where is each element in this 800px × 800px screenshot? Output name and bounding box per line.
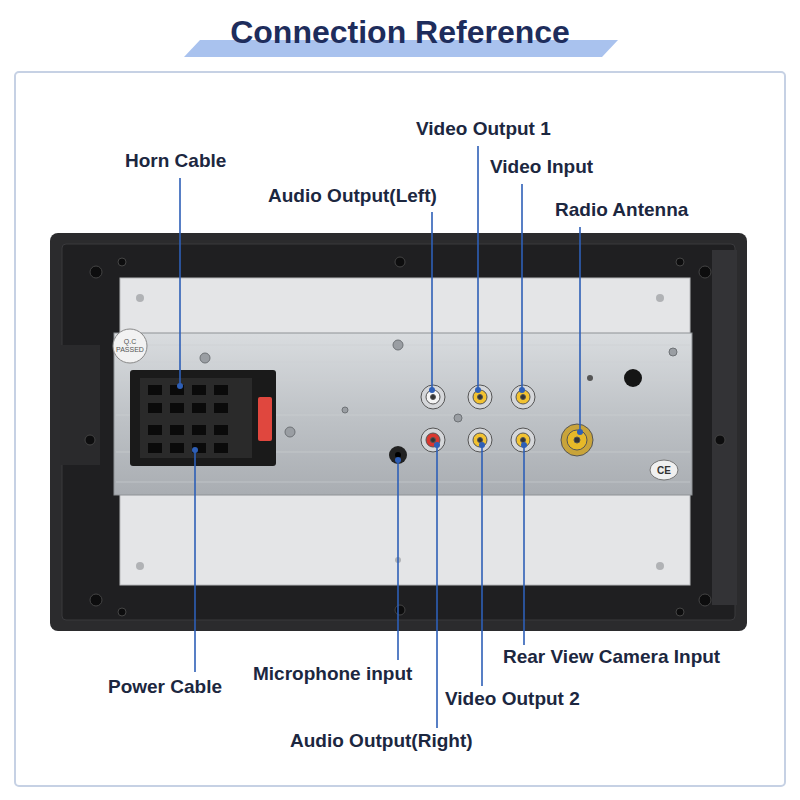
port-label: Rear View Camera Input xyxy=(503,646,720,668)
port-label: Video Input xyxy=(490,156,593,178)
ce-mark: CE xyxy=(657,465,671,476)
port-label: Power Cable xyxy=(108,676,222,698)
port-label: Video Output 2 xyxy=(445,688,580,710)
port-label: Radio Antenna xyxy=(555,199,688,221)
port-label: Microphone input xyxy=(253,663,412,685)
port-label: Video Output 1 xyxy=(416,118,551,140)
port-label: Audio Output(Left) xyxy=(268,185,437,207)
port-label: Audio Output(Right) xyxy=(290,730,473,752)
port-label: Horn Cable xyxy=(125,150,226,172)
sticker-text: Q.C PASSED xyxy=(115,338,145,353)
diagram-title: Connection Reference xyxy=(0,14,800,51)
